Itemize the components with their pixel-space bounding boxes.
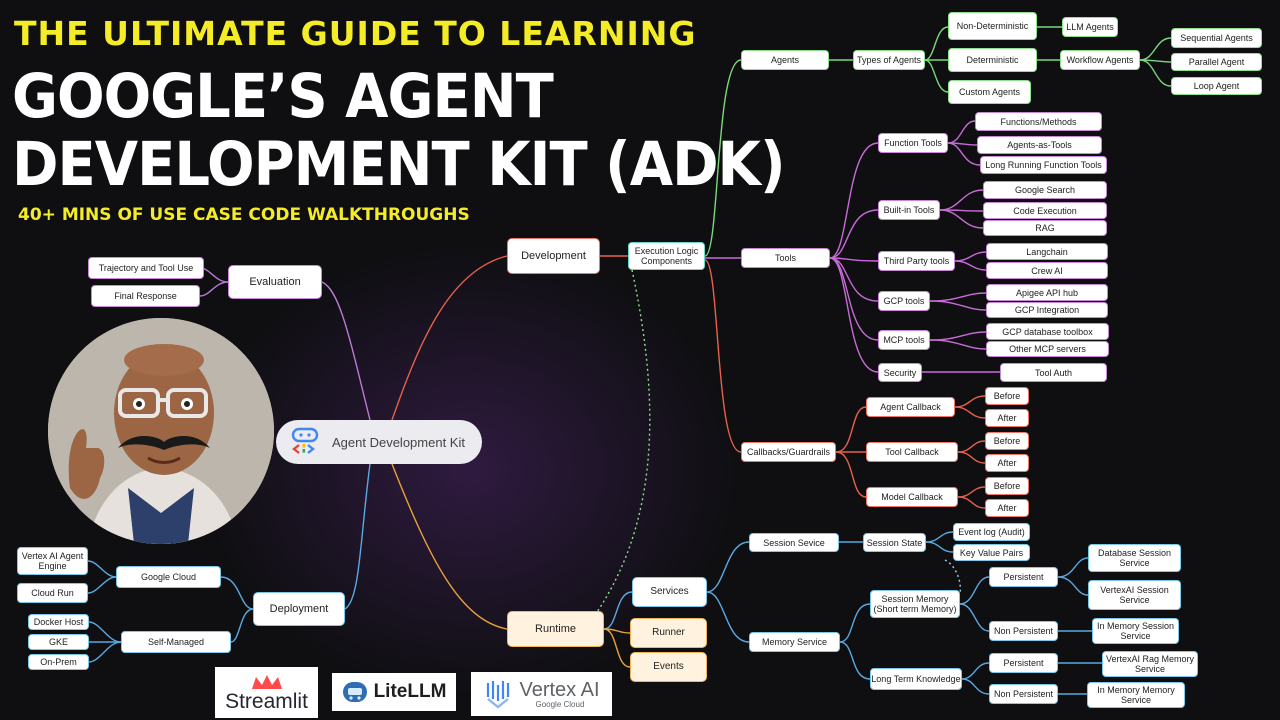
node-model-before[interactable]: Before bbox=[985, 477, 1029, 495]
adk-logo-icon bbox=[291, 427, 319, 454]
node-session-state[interactable]: Session State bbox=[863, 533, 926, 552]
vertex-ai-logo: Vertex AI Google Cloud bbox=[471, 672, 612, 716]
node-rag[interactable]: RAG bbox=[983, 220, 1107, 236]
litellm-text: LiteLLM bbox=[373, 681, 447, 702]
node-tool-after[interactable]: After bbox=[985, 454, 1029, 472]
node-crew-ai[interactable]: Crew AI bbox=[986, 262, 1108, 279]
node-gke[interactable]: GKE bbox=[28, 634, 89, 650]
title-line-2: GOOGLE’S AGENT bbox=[12, 62, 554, 133]
node-services[interactable]: Services bbox=[632, 577, 707, 607]
node-tools[interactable]: Tools bbox=[741, 248, 830, 268]
streamlit-crown-icon bbox=[251, 674, 282, 689]
node-agents[interactable]: Agents bbox=[741, 50, 829, 70]
node-deployment[interactable]: Deployment bbox=[253, 592, 345, 626]
node-loop-agent[interactable]: Loop Agent bbox=[1171, 77, 1262, 95]
node-code-execution[interactable]: Code Execution bbox=[983, 202, 1107, 219]
node-long-term[interactable]: Long Term Knowledge bbox=[870, 668, 962, 690]
node-on-prem[interactable]: On-Prem bbox=[28, 654, 89, 670]
node-tool-before[interactable]: Before bbox=[985, 432, 1029, 450]
node-other-mcp[interactable]: Other MCP servers bbox=[986, 341, 1109, 357]
node-kv-pairs[interactable]: Key Value Pairs bbox=[953, 544, 1030, 561]
node-model-callback[interactable]: Model Callback bbox=[866, 487, 958, 507]
root-node[interactable]: Agent Development Kit bbox=[276, 420, 482, 464]
node-agent-after[interactable]: After bbox=[985, 409, 1029, 427]
node-google-cloud[interactable]: Google Cloud bbox=[116, 566, 221, 588]
node-third-party[interactable]: Third Party tools bbox=[878, 251, 955, 271]
node-session-non-persistent[interactable]: Non Persistent bbox=[989, 621, 1058, 641]
node-model-after[interactable]: After bbox=[985, 499, 1029, 517]
node-trajectory[interactable]: Trajectory and Tool Use bbox=[88, 257, 204, 279]
node-google-search[interactable]: Google Search bbox=[983, 181, 1107, 199]
node-session-service[interactable]: Session Sevice bbox=[749, 533, 839, 552]
node-callbacks[interactable]: Callbacks/Guardrails bbox=[741, 442, 836, 462]
node-apigee[interactable]: Apigee API hub bbox=[986, 284, 1108, 301]
node-custom-agents[interactable]: Custom Agents bbox=[948, 80, 1031, 104]
node-longterm-non-persistent[interactable]: Non Persistent bbox=[989, 684, 1058, 704]
node-inmem-session[interactable]: In Memory Session Service bbox=[1092, 618, 1179, 644]
node-execution-logic[interactable]: Execution Logic Components bbox=[628, 242, 705, 270]
litellm-logo: LiteLLM bbox=[332, 673, 456, 711]
node-tool-callback[interactable]: Tool Callback bbox=[866, 442, 958, 462]
node-vertexai-rag-memory[interactable]: VertexAI Rag Memory Service bbox=[1102, 651, 1198, 677]
node-builtin-tools[interactable]: Built-in Tools bbox=[878, 200, 940, 220]
litellm-train-icon bbox=[342, 682, 367, 702]
node-sequential-agents[interactable]: Sequential Agents bbox=[1171, 28, 1262, 48]
node-self-managed[interactable]: Self-Managed bbox=[121, 631, 231, 653]
node-evaluation[interactable]: Evaluation bbox=[228, 265, 322, 299]
node-vertex-engine[interactable]: Vertex AI Agent Engine bbox=[17, 547, 88, 575]
node-agents-as-tools[interactable]: Agents-as-Tools bbox=[977, 136, 1102, 154]
node-gcp-tools[interactable]: GCP tools bbox=[878, 291, 930, 311]
node-docker-host[interactable]: Docker Host bbox=[28, 614, 89, 630]
streamlit-logo: Streamlit bbox=[215, 667, 318, 718]
node-workflow-agents[interactable]: Workflow Agents bbox=[1060, 50, 1140, 70]
vertex-ai-text: Vertex AI bbox=[519, 678, 600, 701]
node-gcp-integration[interactable]: GCP Integration bbox=[986, 302, 1108, 318]
node-llm-agents[interactable]: LLM Agents bbox=[1062, 17, 1118, 37]
node-security[interactable]: Security bbox=[878, 363, 922, 382]
node-mcp-tools[interactable]: MCP tools bbox=[878, 330, 930, 350]
node-langchain[interactable]: Langchain bbox=[986, 243, 1108, 260]
vertex-ai-icon bbox=[487, 681, 510, 709]
node-gcp-db-toolbox[interactable]: GCP database toolbox bbox=[986, 323, 1109, 340]
node-session-persistent[interactable]: Persistent bbox=[989, 567, 1058, 587]
node-runtime[interactable]: Runtime bbox=[507, 611, 604, 647]
node-types-of-agents[interactable]: Types of Agents bbox=[853, 50, 925, 70]
node-runner[interactable]: Runner bbox=[630, 618, 707, 648]
node-final-response[interactable]: Final Response bbox=[91, 285, 200, 307]
node-events[interactable]: Events bbox=[630, 652, 707, 682]
node-long-running[interactable]: Long Running Function Tools bbox=[980, 156, 1107, 174]
node-session-memory[interactable]: Session Memory (Short term Memory) bbox=[870, 590, 960, 618]
node-cloud-run[interactable]: Cloud Run bbox=[17, 583, 88, 603]
subtitle: 40+ MINS OF USE CASE CODE WALKTHROUGHS bbox=[18, 205, 470, 225]
google-cloud-text: Google Cloud bbox=[535, 699, 585, 709]
node-agent-before[interactable]: Before bbox=[985, 387, 1029, 405]
node-function-tools[interactable]: Function Tools bbox=[878, 133, 948, 153]
node-deterministic[interactable]: Deterministic bbox=[948, 48, 1037, 72]
node-db-session[interactable]: Database Session Service bbox=[1088, 544, 1181, 572]
presenter-avatar bbox=[48, 318, 274, 544]
node-longterm-persistent[interactable]: Persistent bbox=[989, 653, 1058, 673]
node-tool-auth[interactable]: Tool Auth bbox=[1000, 363, 1107, 382]
node-parallel-agent[interactable]: Parallel Agent bbox=[1171, 53, 1262, 71]
node-agent-callback[interactable]: Agent Callback bbox=[866, 397, 955, 417]
node-memory-service[interactable]: Memory Service bbox=[749, 632, 840, 652]
title-line-1: THE ULTIMATE GUIDE TO LEARNING bbox=[14, 14, 697, 53]
node-inmem-memory[interactable]: In Memory Memory Service bbox=[1087, 682, 1185, 708]
node-non-deterministic[interactable]: Non-Deterministic bbox=[948, 12, 1037, 40]
node-vertexai-session[interactable]: VertexAI Session Service bbox=[1088, 580, 1181, 610]
root-label: Agent Development Kit bbox=[332, 434, 465, 450]
title-line-3: DEVELOPMENT KIT (ADK) bbox=[12, 130, 786, 201]
node-functions-methods[interactable]: Functions/Methods bbox=[975, 112, 1102, 131]
streamlit-text: Streamlit bbox=[225, 689, 308, 713]
node-development[interactable]: Development bbox=[507, 238, 600, 274]
node-event-log[interactable]: Event log (Audit) bbox=[953, 523, 1030, 541]
